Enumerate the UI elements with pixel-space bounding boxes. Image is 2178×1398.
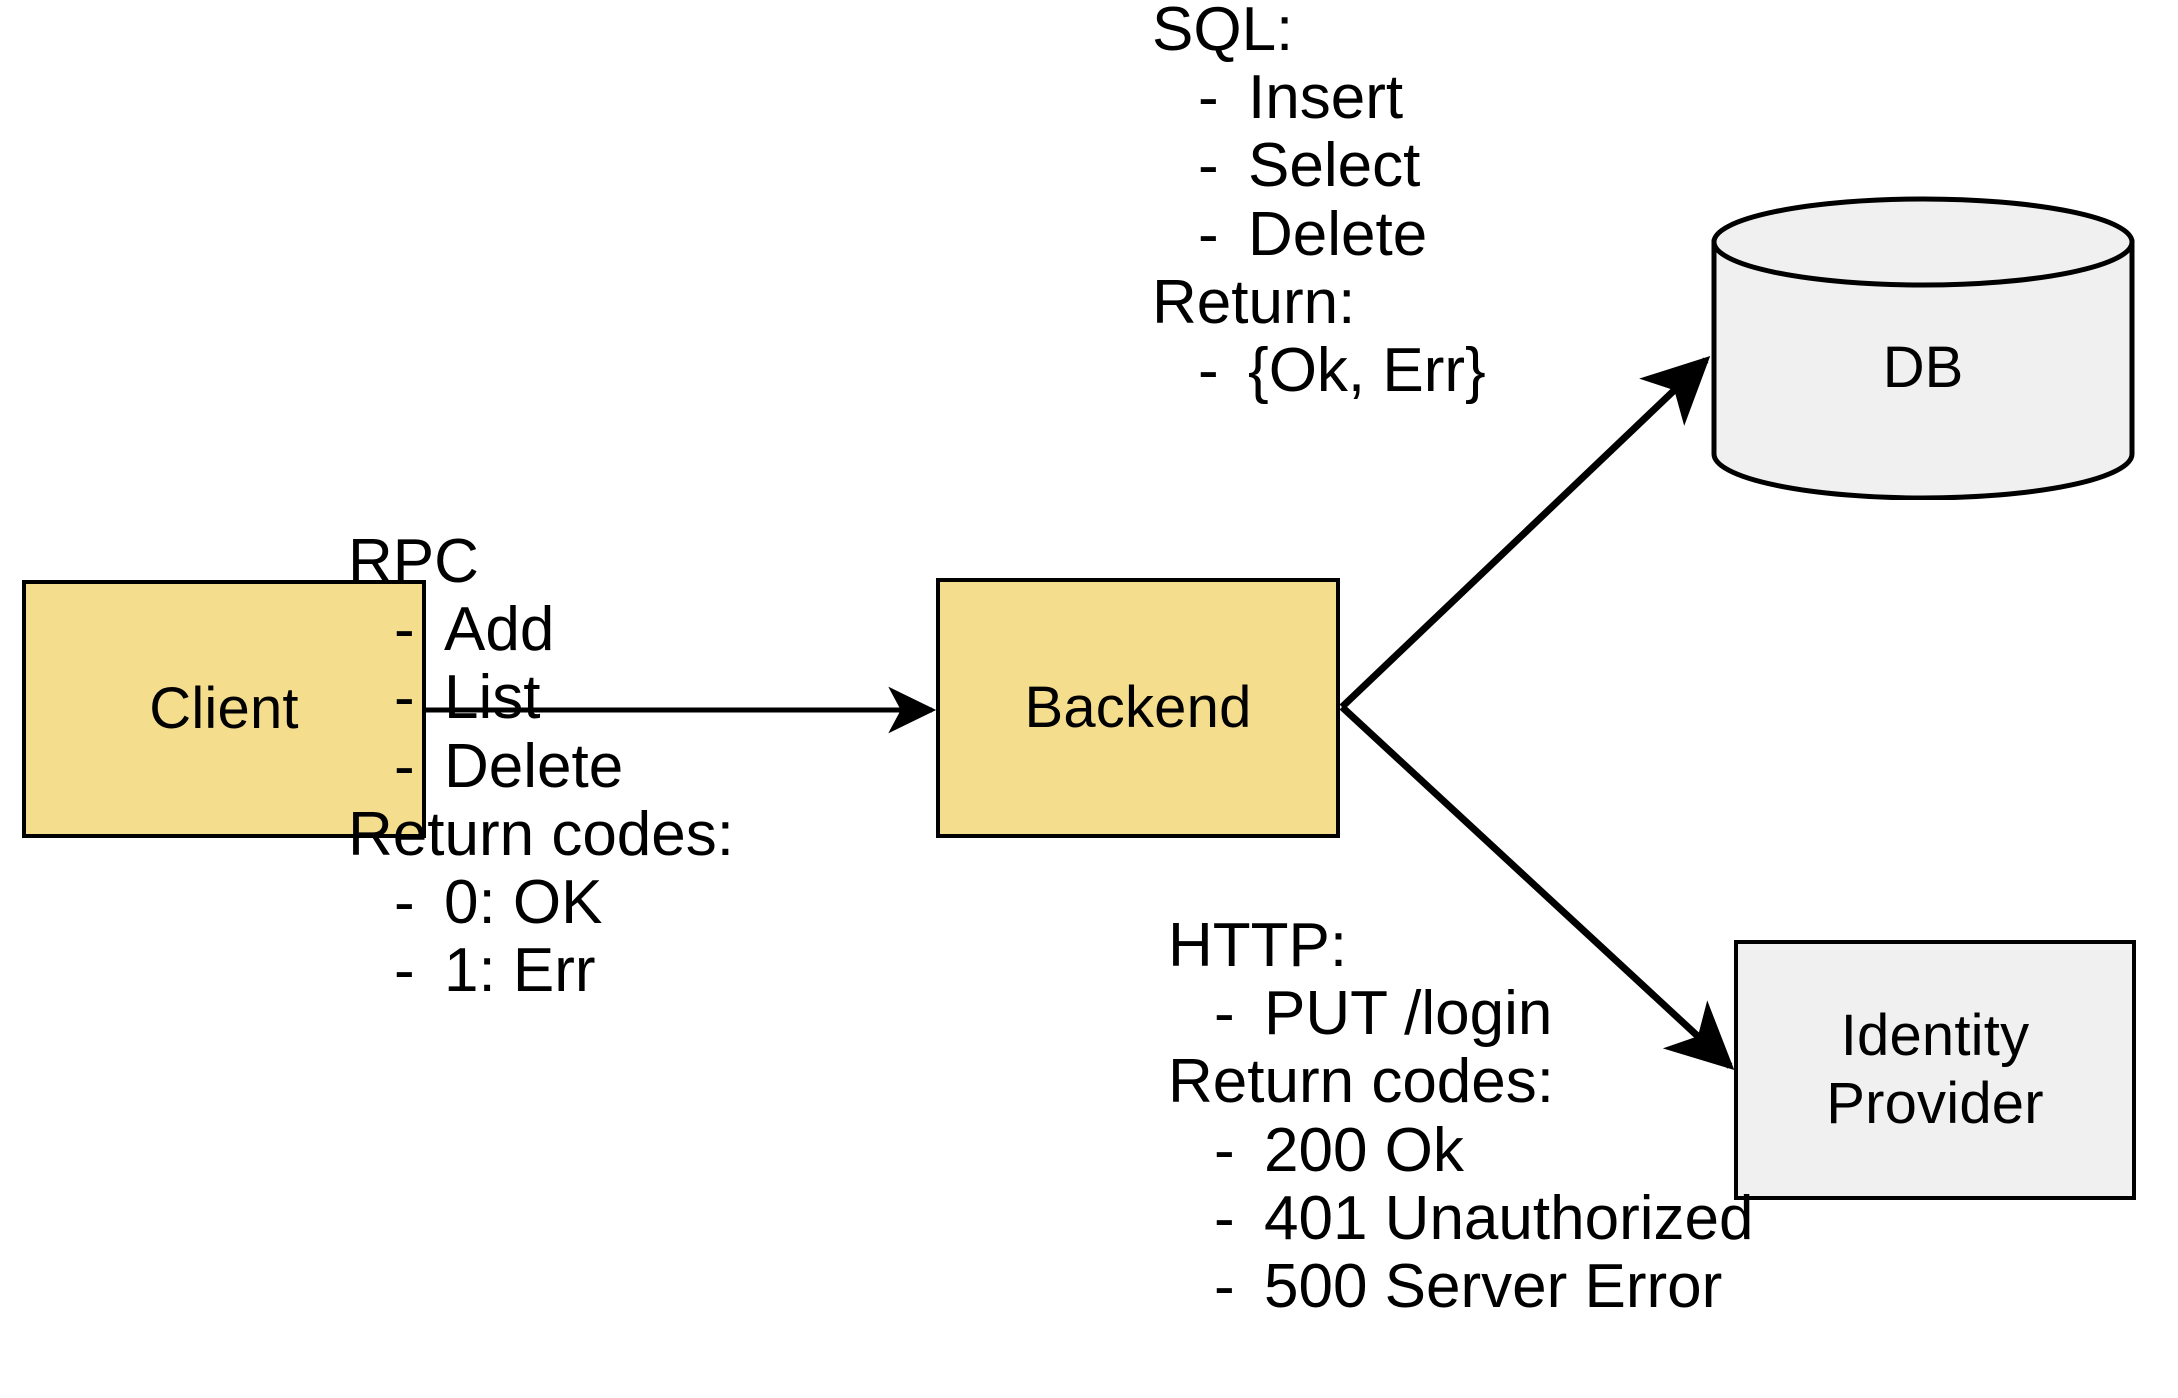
annotation-rpc: RPC -Add -List -Delete Return codes: -0:…: [348, 527, 734, 1006]
list-item: -200 Ok: [1168, 1115, 1753, 1185]
node-client-label: Client: [149, 675, 299, 741]
list-item: -{Ok, Err}: [1152, 335, 1486, 405]
list-item: -Delete: [348, 731, 734, 801]
annotation-http-list: -PUT /login: [1168, 979, 1753, 1049]
annotation-rpc-list: -Add -List -Delete: [348, 595, 734, 801]
list-item-label: 200 Ok: [1264, 1115, 1464, 1185]
bullet-dash: -: [1214, 979, 1235, 1049]
annotation-sql-heading: SQL:: [1152, 0, 1294, 64]
annotation-sql-list: -Insert -Select -Delete: [1152, 63, 1486, 269]
node-backend-label: Backend: [1024, 674, 1252, 740]
node-identity-provider[interactable]: Identity Provider: [1734, 940, 2136, 1200]
list-item-label: Delete: [1248, 199, 1428, 269]
bullet-dash: -: [1198, 63, 1219, 133]
node-db-label-wrap: DB: [1710, 196, 2136, 500]
bullet-dash: -: [1198, 335, 1219, 405]
list-item: -0: OK: [348, 867, 734, 937]
bullet-dash: -: [394, 936, 415, 1006]
list-item-label: 401 Unauthorized: [1264, 1183, 1754, 1253]
list-item-label: 0: OK: [444, 867, 603, 937]
annotation-http-returns-list: -200 Ok -401 Unauthorized -500 Server Er…: [1168, 1115, 1754, 1322]
list-item: -401 Unauthorized: [1168, 1183, 1754, 1253]
annotation-sql-returns-heading: Return:: [1152, 267, 1356, 337]
list-item-label: PUT /login: [1264, 979, 1553, 1049]
annotation-rpc-returns-heading: Return codes:: [348, 799, 734, 869]
annotation-http-returns-heading: Return codes:: [1168, 1047, 1554, 1117]
annotation-http-heading: HTTP:: [1168, 911, 1348, 980]
list-item: -List: [348, 664, 734, 732]
annotation-http: HTTP: -PUT /login Return codes: -200 Ok …: [1168, 911, 1754, 1322]
list-item: -PUT /login: [1168, 979, 1753, 1049]
node-client[interactable]: Client: [22, 580, 426, 838]
annotation-sql-returns-list: -{Ok, Err}: [1152, 335, 1486, 405]
list-item-label: Add: [444, 595, 555, 665]
bullet-dash: -: [394, 663, 415, 733]
list-item-label: 500 Server Error: [1264, 1251, 1723, 1321]
annotation-sql: SQL: -Insert -Select -Delete Return: -{O…: [1152, 0, 1486, 405]
bullet-dash: -: [394, 731, 415, 801]
bullet-dash: -: [1214, 1115, 1235, 1185]
bullet-dash: -: [1214, 1251, 1235, 1321]
list-item-label: Insert: [1248, 63, 1404, 133]
list-item: -Insert: [1152, 63, 1486, 133]
list-item: -1: Err: [348, 936, 734, 1006]
node-identity-provider-label-line2: Provider: [1826, 1071, 2044, 1136]
list-item: -Delete: [1152, 199, 1486, 269]
node-identity-provider-label-line1: Identity: [1840, 1002, 2030, 1068]
node-backend[interactable]: Backend: [936, 578, 1340, 838]
node-identity-provider-label: Identity Provider: [1826, 1002, 2044, 1139]
list-item: -500 Server Error: [1168, 1251, 1753, 1321]
list-item-label: Select: [1248, 131, 1421, 201]
node-db[interactable]: DB: [1710, 196, 2136, 500]
list-item: -Add: [348, 595, 734, 665]
cylinder-icon: [1711, 196, 2135, 500]
bullet-dash: -: [1198, 199, 1219, 269]
list-item-label: Delete: [444, 731, 624, 801]
annotation-rpc-returns-list: -0: OK -1: Err: [348, 867, 734, 1006]
bullet-dash: -: [1198, 131, 1219, 201]
bullet-dash: -: [394, 867, 415, 937]
annotation-rpc-heading: RPC: [348, 527, 479, 596]
list-item: -Select: [1152, 132, 1486, 200]
node-db-label: DB: [1882, 334, 1964, 400]
bullet-dash: -: [1214, 1183, 1235, 1253]
list-item-label: {Ok, Err}: [1248, 335, 1486, 405]
list-item-label: 1: Err: [444, 936, 596, 1006]
bullet-dash: -: [394, 595, 415, 665]
edge-backend-db: [1339, 355, 1711, 710]
list-item-label: List: [444, 663, 541, 733]
